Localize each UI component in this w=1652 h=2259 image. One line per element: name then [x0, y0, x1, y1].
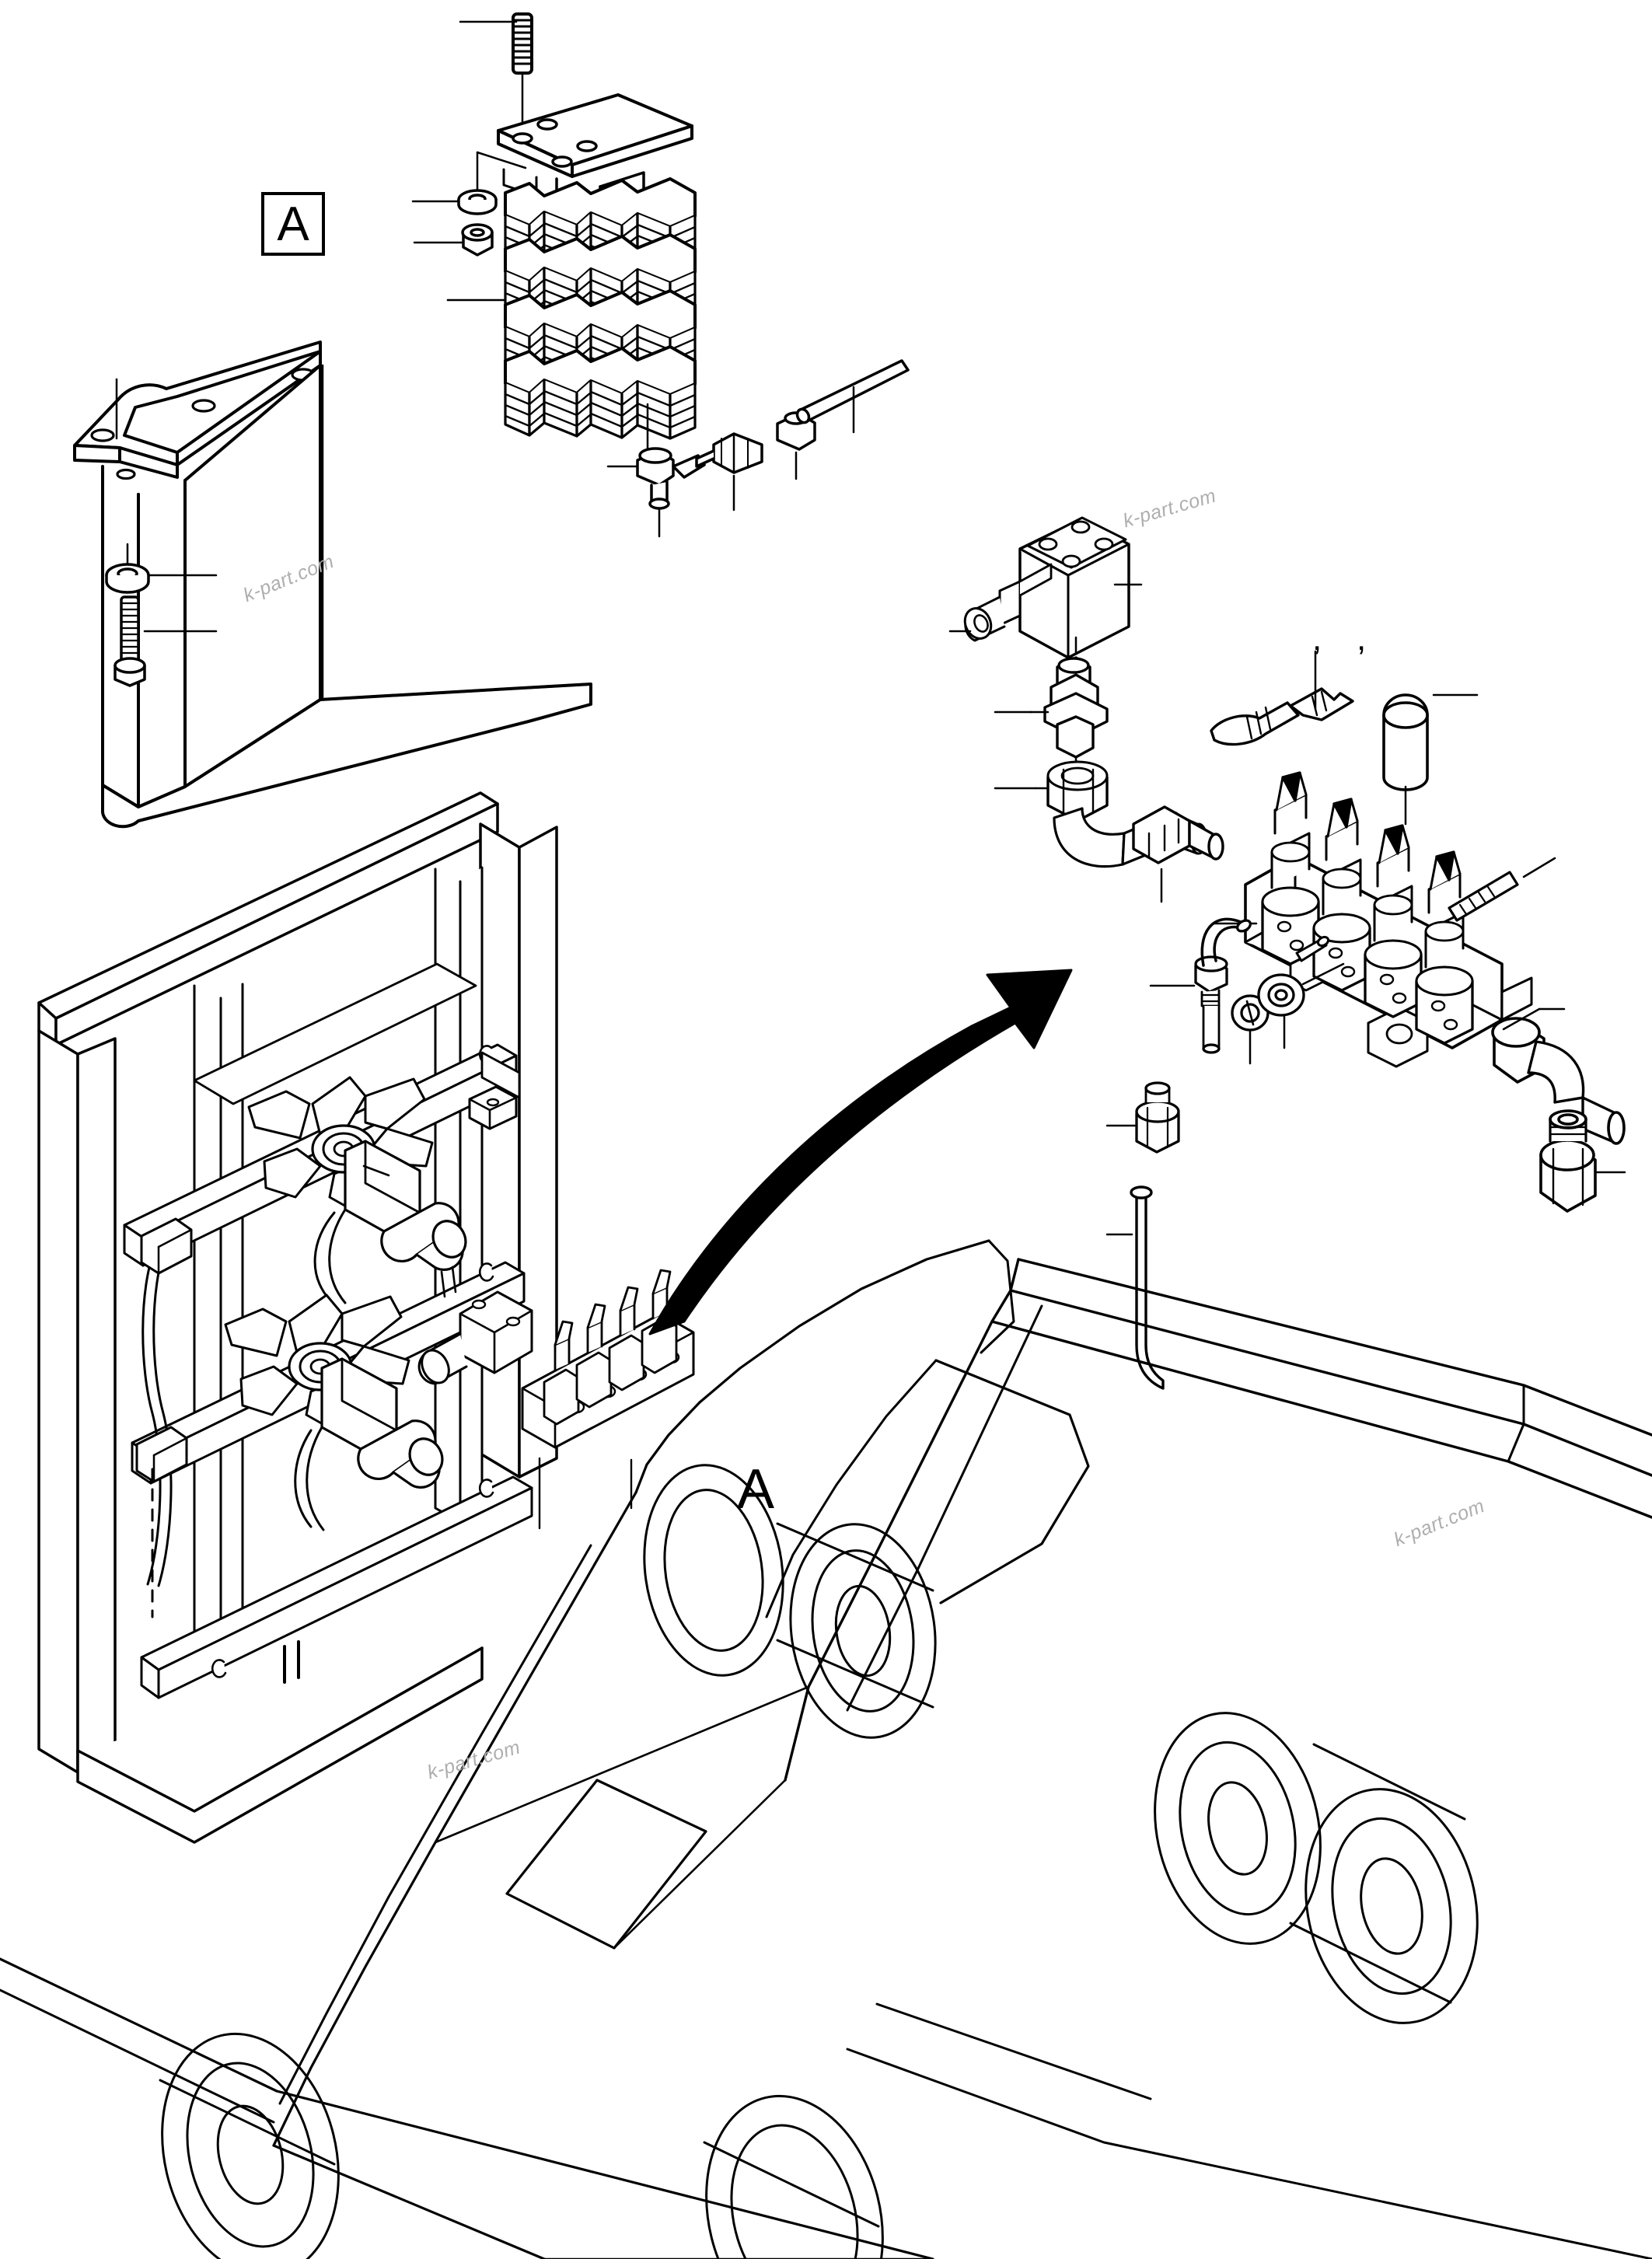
- stud-bolt-part: [459, 12, 533, 143]
- detail-callout-a-box: A: [261, 192, 325, 256]
- fan-motor-lower: [294, 1357, 444, 1531]
- hose-clamp-upper: [140, 1217, 193, 1275]
- undercarriage-track-frame: [0, 1239, 1652, 2259]
- bracket-hex-bolt: [114, 595, 218, 687]
- hydraulic-hose-run: [141, 1242, 173, 1587]
- valve-manifold-installed: [417, 1266, 695, 1530]
- rubber-isolator-disc-stack: [446, 177, 697, 452]
- retainer-pin: [1295, 935, 1330, 962]
- isolator-lock-nut: [413, 223, 494, 257]
- detail-callout-a-label: A: [277, 197, 309, 251]
- quick-coupler: [1132, 805, 1224, 903]
- solenoid-cartridge-2: [1312, 798, 1371, 992]
- clamp-block-upper: [468, 1085, 518, 1130]
- banjo-bolt: [1149, 917, 1252, 1054]
- solenoid-cartridge-4: [1415, 850, 1474, 1045]
- elbow-90-fitting: [1491, 1007, 1626, 1145]
- adapter-nut: [695, 432, 763, 512]
- fan-motor-upper: [313, 1140, 467, 1304]
- sleeve-fitting: [776, 411, 816, 480]
- roller-group-bottom-left: [159, 2032, 340, 2259]
- roller-group-right: [1154, 1712, 1479, 2024]
- leader-tick-mark-2: ,: [1357, 620, 1367, 658]
- solenoid-valve-block: [948, 516, 1143, 659]
- cap-plug: [1382, 693, 1479, 826]
- isolator-washer: [411, 151, 527, 215]
- solenoid-cartridge-group: [1211, 771, 1474, 1045]
- solenoid-cartridge-3: [1364, 824, 1423, 1018]
- union-fitting: [1539, 1109, 1626, 1213]
- hydraulic-tube: [795, 359, 910, 434]
- leader-tick-mark-1: ,: [1312, 620, 1322, 658]
- detail-location-a-label: A: [737, 1458, 775, 1521]
- fan-frame-assembly: [37, 791, 695, 1844]
- set-screw: [1448, 857, 1556, 922]
- pin-connector: [1210, 650, 1354, 746]
- solenoid-cartridge-1: [1261, 771, 1320, 965]
- roller-group-bottom-center: [703, 2094, 884, 2259]
- cap-nut: [1105, 1081, 1180, 1154]
- roller-group-center-left: [643, 1464, 937, 1739]
- elbow-fitting: [606, 447, 706, 538]
- detail-callout-arrow: [648, 969, 1073, 1335]
- check-valve-cartridge: [994, 636, 1109, 779]
- hose-clamp-lower: [135, 1426, 188, 1483]
- seal-washer: [1257, 962, 1345, 1049]
- bracket-lock-washer: [105, 543, 218, 594]
